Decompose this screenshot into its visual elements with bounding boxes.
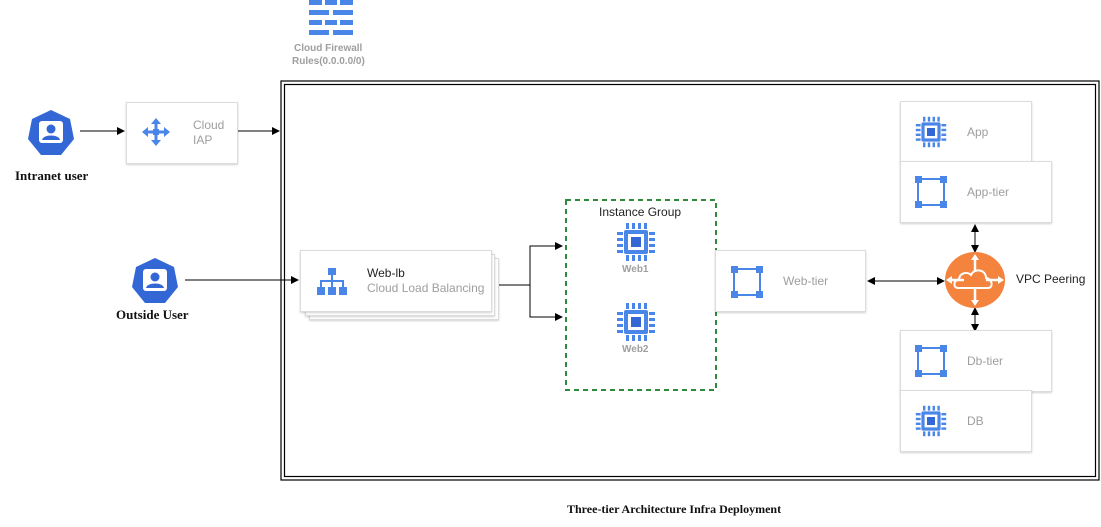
app-label: App: [967, 125, 989, 139]
load-balancer-name: Web-lb: [367, 266, 405, 280]
load-balancer-subtitle: Cloud Load Balancing: [367, 281, 485, 295]
iap-icon: [141, 117, 171, 147]
app-compute-icon: [915, 116, 947, 148]
diagram-caption: Three-tier Architecture Infra Deployment: [567, 502, 782, 516]
web-tier-card[interactable]: Web-tier: [715, 250, 866, 312]
load-balancing-icon: [317, 267, 347, 297]
load-balancer-card[interactable]: Web-lb Cloud Load Balancing: [300, 250, 492, 312]
outside-user-label: Outside User: [116, 307, 189, 322]
iap-label-line1: Cloud: [193, 118, 225, 132]
web-tier-subnet-icon: [731, 266, 763, 298]
arrow-lb-to-web2: [529, 285, 563, 321]
app-tier-subnet-icon: [915, 176, 947, 208]
db-tier-label: Db-tier: [967, 354, 1004, 368]
firewall-label-line2: Rules(0.0.0.0/0): [292, 56, 365, 67]
web2-compute-icon[interactable]: [616, 302, 656, 342]
instance-group-title: Instance Group: [599, 205, 682, 219]
intranet-user-label: Intranet user: [15, 168, 89, 183]
db-label: DB: [967, 414, 984, 428]
intranet-user-icon: [27, 109, 75, 157]
web-tier-label: Web-tier: [783, 274, 829, 288]
db-card[interactable]: DB: [900, 390, 1032, 452]
firewall-label-line1: Cloud Firewall: [294, 43, 363, 54]
outside-user-icon: [131, 257, 179, 305]
db-tier-subnet-icon: [915, 345, 947, 377]
web2-label: Web2: [622, 344, 649, 355]
web1-compute-icon[interactable]: [616, 222, 656, 262]
firewall-icon: [309, 0, 353, 38]
vpc-peering-icon[interactable]: [944, 251, 1006, 309]
cloud-iap-card[interactable]: Cloud IAP: [126, 102, 238, 164]
web1-label: Web1: [622, 264, 649, 275]
db-compute-icon: [915, 405, 947, 437]
vpc-peering-label: VPC Peering: [1016, 272, 1086, 286]
arrow-lb-to-web1: [498, 242, 563, 286]
db-tier-card[interactable]: Db-tier: [900, 330, 1052, 392]
iap-label-line2: IAP: [193, 133, 213, 147]
app-tier-card[interactable]: App-tier: [900, 161, 1052, 223]
app-card[interactable]: App: [900, 101, 1032, 163]
app-tier-label: App-tier: [967, 185, 1010, 199]
